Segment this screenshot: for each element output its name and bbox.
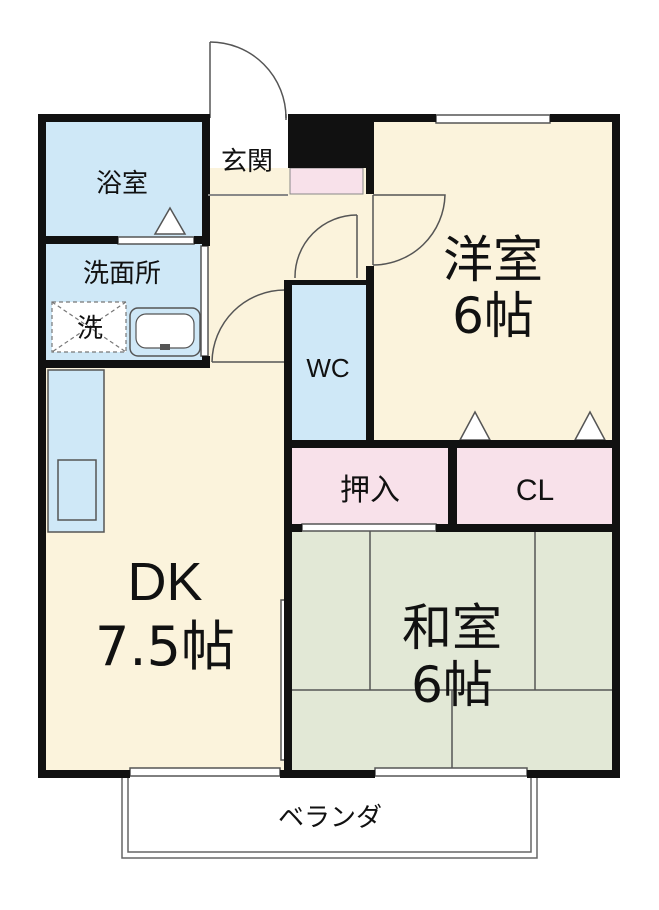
bath-floor [45,120,205,240]
entrance-step [289,167,364,195]
bath-label: 浴室 [96,169,148,199]
japanese-room-size: 6帖 [411,656,493,714]
washroom-door [211,289,286,363]
wc-label: WC [306,353,349,383]
wc-door [294,214,358,279]
walls [38,114,620,778]
washroom-label: 洗面所 [83,259,161,289]
front-door [209,41,287,120]
oshiire-label: 押入 [340,473,400,508]
western-room-name: 洋室 [443,231,543,289]
entrance-label: 玄関 [221,147,273,177]
western-door [372,194,446,266]
japanese-room-name: 和室 [402,599,502,657]
oshiire-floor [292,448,448,525]
veranda [121,778,538,859]
closet-label: CL [516,474,554,507]
dk-room-size: 7.5帖 [95,615,235,678]
western-room-size: 6帖 [452,287,534,345]
wc-floor [288,285,368,442]
kitchen-sink [57,459,97,521]
bath-marker [153,206,187,235]
veranda-label: ベランダ [278,803,382,833]
closet-floor [457,448,613,525]
washer-label: 洗 [77,314,103,344]
dk-room-name: DK [127,552,202,612]
tatami-lines [292,530,612,770]
western-room-floor [373,120,613,442]
